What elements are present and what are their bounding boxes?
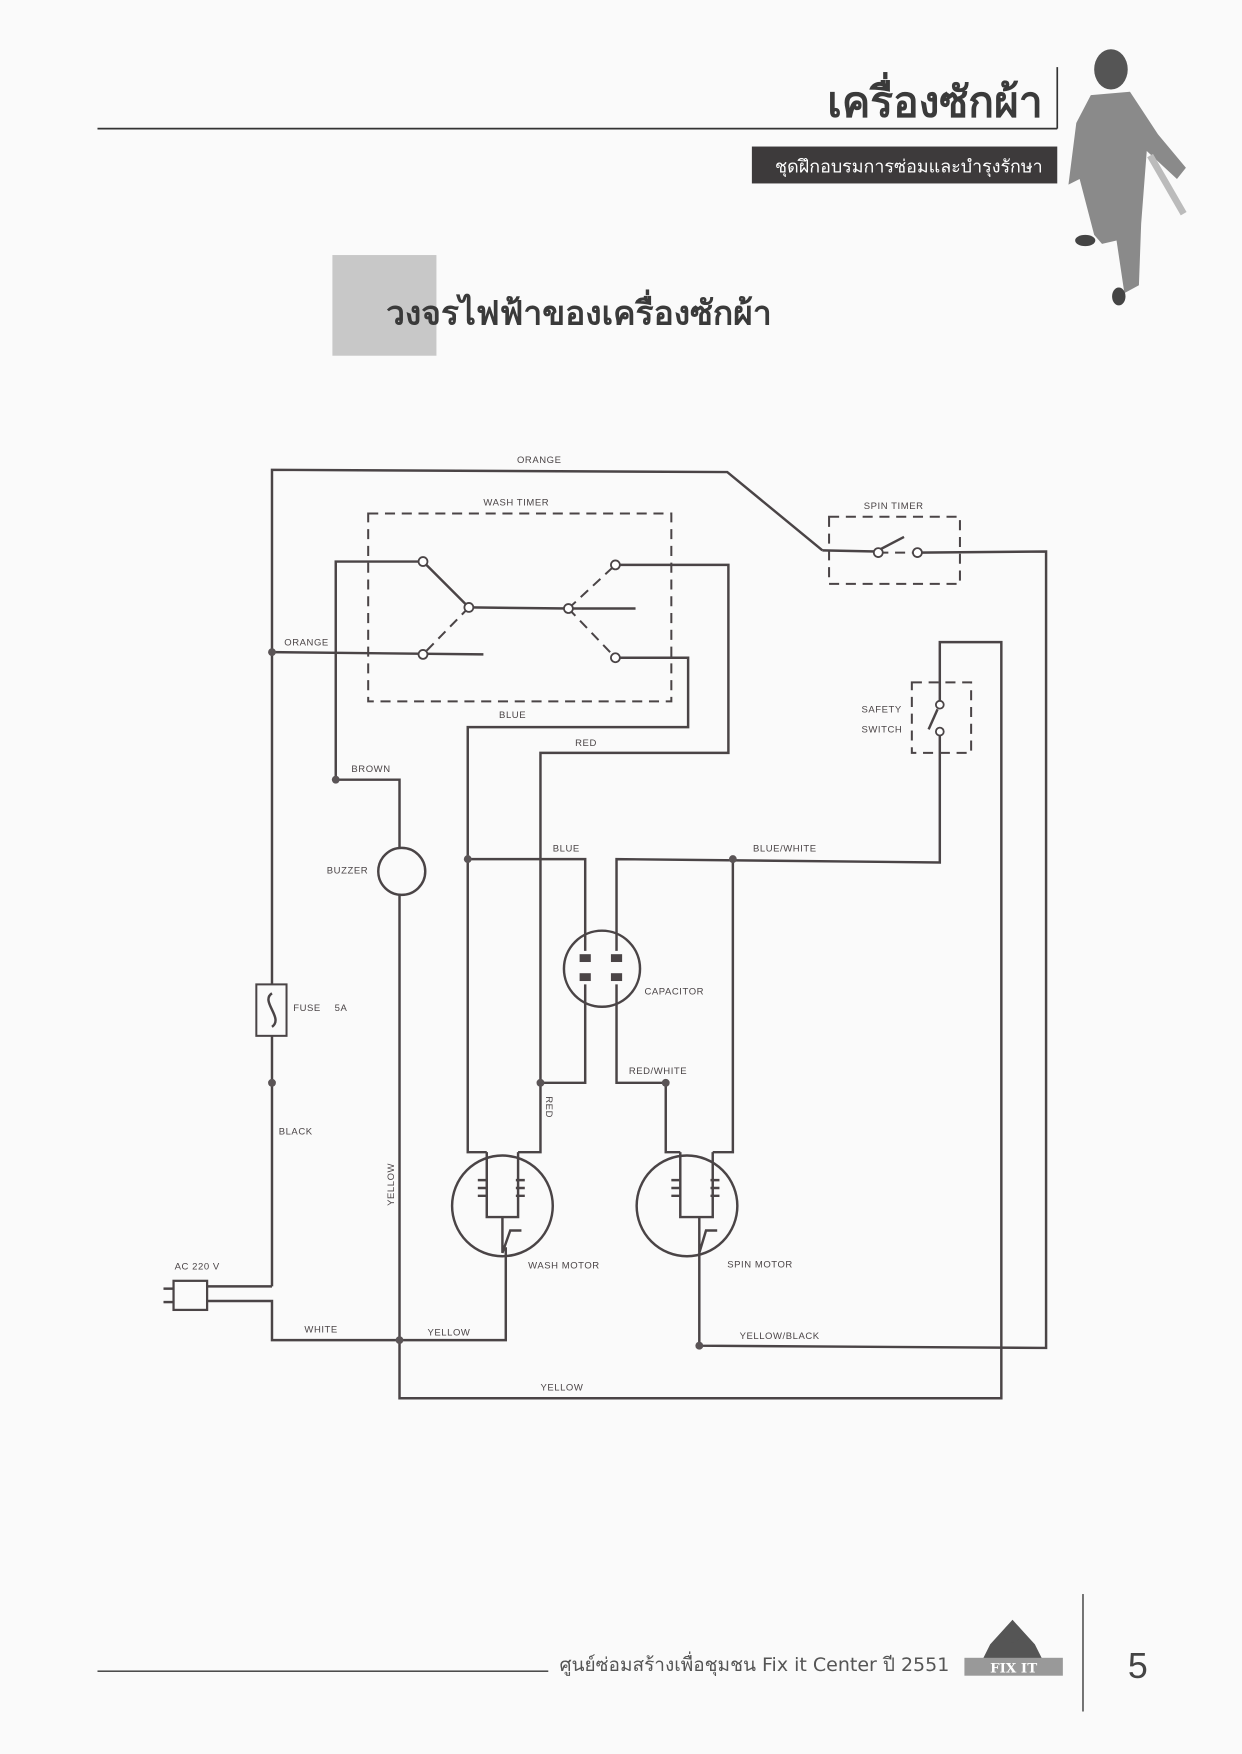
label-red-top: RED <box>575 738 597 749</box>
label-fuse: FUSE <box>293 1003 321 1014</box>
capacitor <box>562 929 642 1008</box>
wash-timer-box <box>367 512 673 703</box>
page-number: 5 <box>1128 1646 1148 1686</box>
wire-red-top <box>518 563 730 1154</box>
label-blue-white: BLUE/WHITE <box>753 843 817 854</box>
wire-orange-left <box>271 650 484 656</box>
subtitle-banner <box>751 146 1058 184</box>
label-capacitor: CAPACITOR <box>644 986 704 997</box>
label-wash-timer: WASH TIMER <box>483 498 549 509</box>
wiring-diagram: ORANGE WASH TIMER SPIN TIMER ORANGE BLUE… <box>163 455 1048 1400</box>
label-brown: BROWN <box>351 764 390 775</box>
spin-motor <box>635 1152 739 1258</box>
label-yellow-bottom: YELLOW <box>540 1382 583 1393</box>
label-blue-mid: BLUE <box>553 843 580 854</box>
label-safety: SAFETY <box>862 705 902 716</box>
junction-dots <box>268 648 737 1350</box>
section-title-square <box>332 255 437 356</box>
buzzer <box>377 846 427 897</box>
label-yellow-mid: YELLOW <box>427 1328 470 1339</box>
label-orange-top: ORANGE <box>517 455 562 466</box>
label-spin-timer: SPIN TIMER <box>864 501 924 512</box>
label-buzzer: BUZZER <box>327 866 368 877</box>
wire-orange-top <box>270 468 824 1287</box>
label-ac: AC 220 V <box>175 1262 220 1273</box>
wire-blue-top <box>466 656 690 1154</box>
header-subtitle: ชุดฝึกอบรมการซ่อมและบำรุงรักษา <box>775 156 1043 177</box>
technician-photo <box>1068 49 1187 306</box>
label-blue-top: BLUE <box>499 710 526 721</box>
logo-text: FIX IT <box>990 1660 1037 1676</box>
section-title: วงจรไฟฟ้าของเครื่องซักผ้า <box>386 288 772 332</box>
label-wash-motor: WASH MOTOR <box>528 1261 600 1272</box>
ac-plug <box>172 1279 209 1312</box>
fix-it-logo: FIX IT <box>964 1619 1063 1676</box>
label-black: BLACK <box>279 1126 313 1137</box>
label-yellow-black: YELLOW/BLACK <box>740 1331 820 1342</box>
label-red-white: RED/WHITE <box>629 1066 687 1077</box>
wire-brown <box>334 560 424 848</box>
label-fuse-rating: 5A <box>335 1003 348 1014</box>
footer-text: ศูนย์ซ่อมสร้างเพื่อชุมชน Fix it Center ป… <box>559 1651 949 1677</box>
wash-motor <box>450 1152 554 1258</box>
label-switch: SWITCH <box>862 725 903 736</box>
header-title: เครื่องซักผ้า <box>827 71 1042 127</box>
label-orange-left: ORANGE <box>284 637 329 648</box>
label-red-vertical: RED <box>543 1096 554 1118</box>
safety-switch-box <box>910 681 973 754</box>
label-yellow-vertical: YELLOW <box>386 1163 397 1206</box>
label-spin-motor: SPIN MOTOR <box>727 1259 793 1270</box>
label-white: WHITE <box>304 1324 337 1335</box>
